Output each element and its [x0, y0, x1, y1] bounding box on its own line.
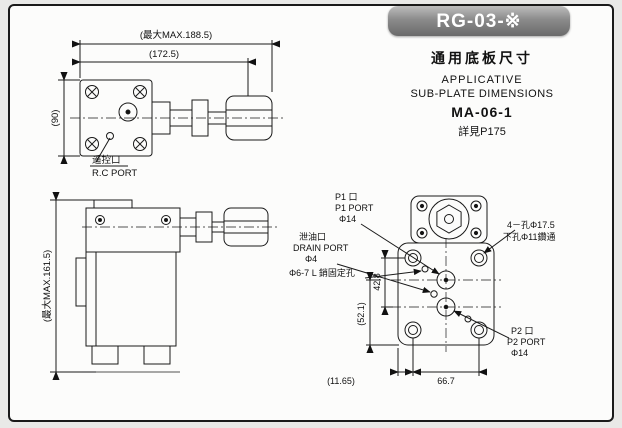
rc-port-label-cn: 遥控口 [92, 154, 121, 166]
drain-diameter: Φ4 [305, 254, 317, 264]
p1-label-en: P1 PORT [335, 203, 374, 213]
pin-hole-1 [421, 265, 429, 273]
p1-label-cn: P1 口 [335, 192, 358, 202]
bolt-hole-label-1: 4－孔Φ17.5 [507, 220, 555, 230]
drain-label-en: DRAIN PORT [293, 243, 349, 253]
p1-port-hole [436, 270, 456, 290]
bolt-hole-label-2: 下孔Φ11鑽通 [503, 231, 556, 242]
dim-body-length: (172.5) [149, 49, 179, 60]
pin-hole-label: Φ6-7 L 銷固定孔 [289, 267, 355, 278]
mounting-feet [82, 345, 180, 373]
subplate-geometry [336, 195, 516, 376]
drain-label-cn: 泄油口 [299, 231, 326, 242]
dim-port-offset: 42.8 [372, 273, 382, 291]
rc-port-label-en: R.C PORT [92, 168, 137, 179]
dim-overall-length: (最大MAX.188.5) [140, 29, 212, 41]
p2-label-cn: P2 口 [511, 326, 534, 336]
p2-label-en: P2 PORT [507, 337, 546, 347]
valve-body-side [75, 251, 177, 347]
dim-body-width: (90) [50, 110, 61, 127]
dim-bolt-spacing: 66.7 [437, 376, 455, 386]
subplate-header: 通用底板尺寸 APPLICATIVE SUB-PLATE DIMENSIONS … [386, 48, 578, 139]
side-view-labels: (最大MAX.161.5) [41, 250, 53, 322]
subplate-page-ref: 詳見P175 [458, 126, 506, 138]
rc-port-hole [106, 132, 114, 140]
top-view-labels: (最大MAX.188.5) (172.5) (90) 遥控口 R.C PORT [50, 29, 212, 179]
dim-edge-offset: (11.65) [327, 376, 355, 386]
mounting-screws [85, 85, 147, 151]
drain-port-hole [430, 290, 438, 298]
subplate-title-en1: APPLICATIVE [441, 74, 523, 86]
dim-overall-height: (最大MAX.161.5) [41, 250, 53, 322]
pressure-adjuster [151, 95, 273, 141]
body-bore [118, 102, 138, 122]
page-border-frame [8, 4, 614, 422]
subplate-view-drawing: P1 口 P1 PORT Φ14 泄油口 DRAIN PORT Φ4 Φ6-7 … [289, 192, 556, 386]
model-badge: RG-03-※ [388, 6, 570, 36]
top-view-drawing: (最大MAX.188.5) (172.5) (90) 遥控口 R.C PORT [50, 29, 286, 179]
side-view-geometry [50, 191, 278, 381]
subplate-title-en2: SUB-PLATE DIMENSIONS [410, 88, 554, 100]
subplate-labels: P1 口 P1 PORT Φ14 泄油口 DRAIN PORT Φ4 Φ6-7 … [289, 192, 556, 386]
p2-port-hole [436, 297, 456, 317]
subplate-model: MA-06-1 [451, 104, 513, 120]
side-view-drawing: (最大MAX.161.5) [41, 191, 278, 381]
valve-head [85, 199, 181, 253]
model-badge-label: RG-03-※ [436, 10, 522, 32]
p2-diameter: Φ14 [511, 348, 528, 358]
p1-diameter: Φ14 [339, 214, 356, 224]
valve-projection-top [410, 195, 488, 244]
top-view-geometry [58, 40, 286, 167]
dim-plate-height: (52.1) [356, 302, 366, 326]
subplate-title-cn: 通用底板尺寸 [431, 50, 533, 66]
